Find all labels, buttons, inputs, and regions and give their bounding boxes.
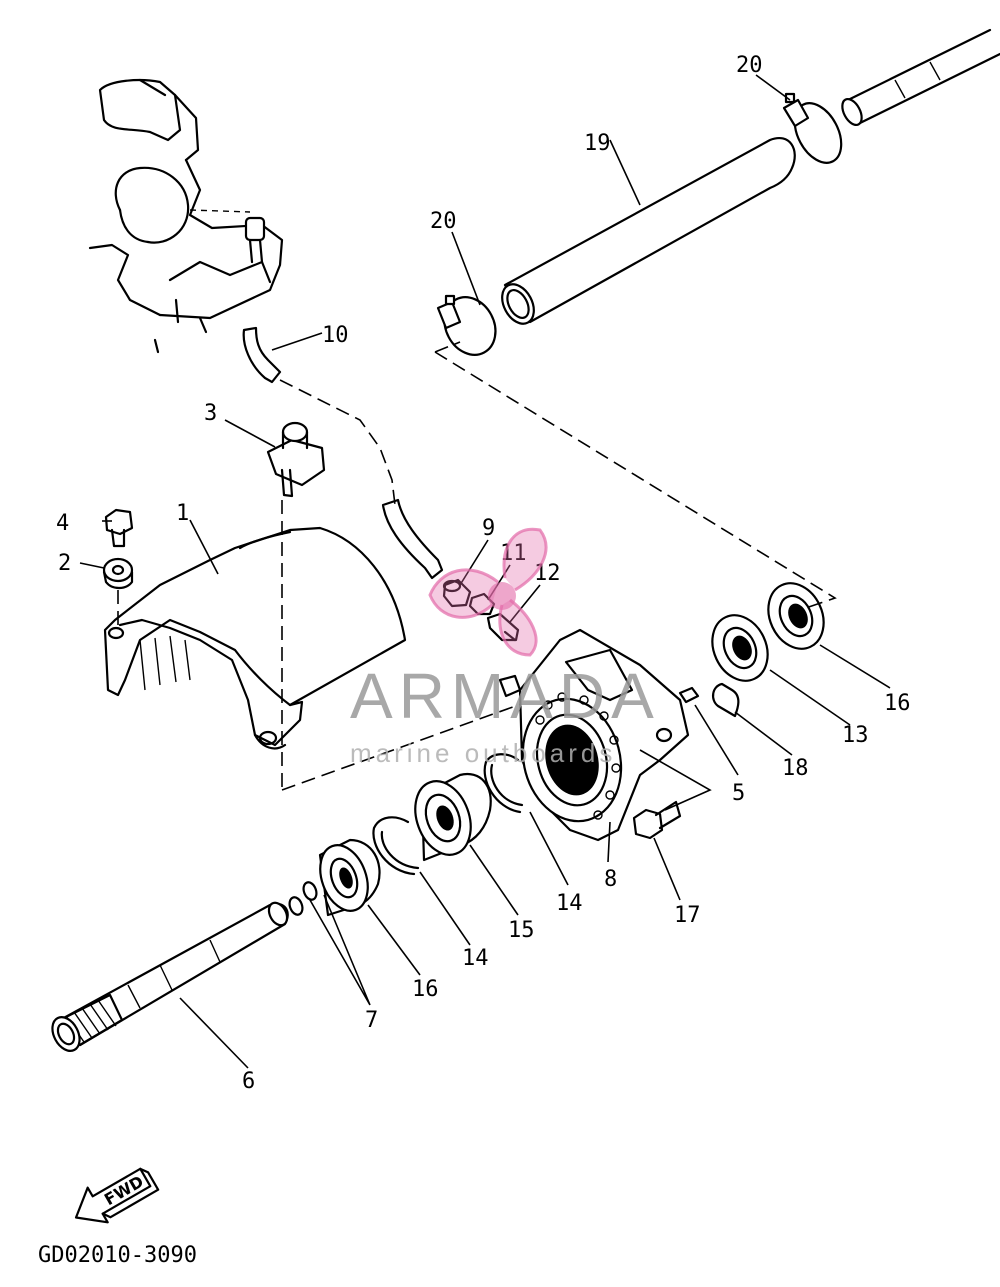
o-rings-part-7 — [288, 881, 318, 916]
callout-14-upper: 14 — [556, 891, 583, 916]
callout-3: 3 — [204, 401, 217, 426]
callout-13: 13 — [842, 723, 869, 748]
callout-19: 19 — [584, 131, 611, 156]
callout-2: 2 — [58, 551, 71, 576]
hose-part-10 — [242, 326, 444, 580]
clamp-part-20-right — [782, 92, 843, 164]
drawing-code: GD02010-3090 — [38, 1243, 197, 1268]
shaft-part-6 — [51, 901, 289, 1052]
engine-housing-fragment — [88, 78, 284, 354]
callout-6: 6 — [242, 1069, 255, 1094]
cover-part-1 — [103, 500, 561, 791]
callout-8: 8 — [604, 867, 617, 892]
watermark-tagline: marine outboards — [350, 738, 616, 768]
snap-ring-part-14-upper — [483, 753, 524, 814]
callout-9: 9 — [482, 516, 495, 541]
oil-seal-part-16-lower — [318, 838, 381, 917]
callout-10: 10 — [322, 323, 349, 348]
callout-12: 12 — [534, 561, 561, 586]
callout-14-lower: 14 — [462, 946, 489, 971]
propeller-logo — [428, 527, 548, 657]
washer-part-2 — [102, 557, 134, 590]
bolt-part-4 — [104, 508, 134, 548]
assembly-guide-line-19 — [434, 341, 837, 611]
callout-15: 15 — [508, 918, 535, 943]
fwd-arrow-icon: FWD — [74, 1167, 160, 1224]
clamp-part-20-left — [436, 294, 497, 356]
tube-part-19 — [501, 137, 796, 325]
pin-part-5 — [678, 686, 700, 704]
driveshaft-end — [841, 28, 1000, 127]
snap-ring-part-14-lower — [372, 816, 420, 876]
callout-16-right: 16 — [884, 691, 911, 716]
fitting-part-9 — [442, 578, 472, 608]
bearing-housing-part-8 — [498, 628, 690, 842]
watermark: ARMADA marine outboards — [350, 527, 660, 768]
callout-1: 1 — [176, 501, 189, 526]
oil-seal-part-13 — [711, 614, 769, 682]
callout-17: 17 — [674, 903, 701, 928]
callout-4: 4 — [56, 511, 69, 536]
callout-16-lower: 16 — [412, 977, 439, 1002]
callout-5: 5 — [732, 781, 745, 806]
fitting-part-3 — [266, 421, 326, 498]
bolt-part-17 — [632, 800, 682, 840]
bearing-part-15 — [414, 772, 492, 862]
watermark-brand: ARMADA — [350, 660, 660, 732]
callout-20-right: 20 — [736, 53, 763, 78]
callout-7: 7 — [365, 1008, 378, 1033]
callout-20-left: 20 — [430, 209, 457, 234]
clip-part-18 — [712, 682, 740, 718]
callout-labels: 1 2 3 4 5 6 7 8 9 10 11 12 13 14 14 15 1… — [56, 53, 911, 1094]
callout-18: 18 — [782, 756, 809, 781]
oil-seal-part-16-right — [767, 582, 825, 650]
